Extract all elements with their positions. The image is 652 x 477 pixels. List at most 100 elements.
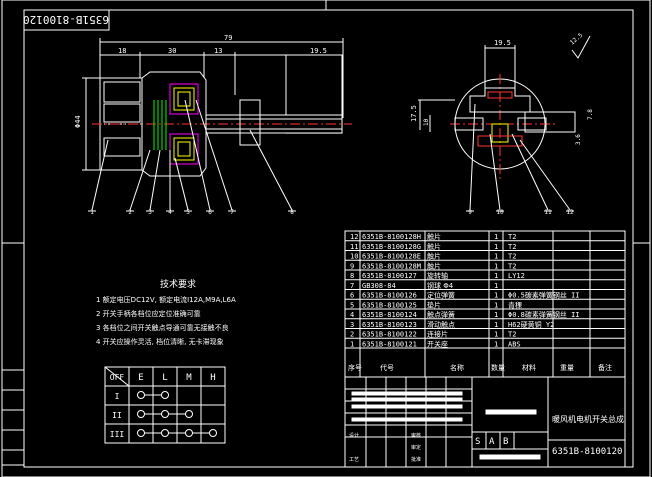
- bom-cell-qty: 1: [494, 321, 498, 329]
- bom-cell-name: 垫片: [427, 300, 441, 309]
- balloon-7: 7: [230, 209, 234, 216]
- bom-cell-code: GB308-84: [362, 282, 396, 290]
- left-edge-table: [1, 369, 25, 466]
- bom-cell-no: 8: [350, 272, 354, 280]
- bom-cell-name: 连接片: [427, 330, 448, 339]
- balloon-5: 5: [186, 209, 190, 216]
- bom-cell-name: 钢球 Φ4: [427, 281, 454, 290]
- balloon-1: 1: [90, 209, 94, 216]
- bom-header-note: 备注: [598, 363, 612, 372]
- balloon-6: 6: [208, 209, 212, 216]
- bom-header-name: 名称: [450, 363, 464, 372]
- bom-cell-qty: 1: [494, 253, 498, 261]
- dim-right-top-text: 19.5: [494, 39, 511, 47]
- leader-line: [174, 157, 189, 211]
- tb-grid-bar: [351, 397, 463, 402]
- bom-cell-qty: 1: [494, 331, 498, 339]
- bom-cell-qty: 1: [494, 262, 498, 270]
- bom-cell-code: 6351B-8100126: [362, 292, 417, 300]
- bom-cell-qty: 1: [494, 243, 498, 251]
- switch-col-M: M: [186, 373, 192, 383]
- bom-cell-qty: 1: [494, 233, 498, 241]
- switch-contact: [161, 410, 169, 418]
- dim-d4-text: 19.5: [310, 47, 327, 55]
- spring-detail: [173, 137, 195, 161]
- balloon-3: 3: [148, 209, 152, 216]
- scale-letter-a: A: [489, 437, 495, 447]
- bom-cell-mat: T2: [508, 243, 516, 251]
- balloon-12: 12: [566, 209, 574, 216]
- switch-row-III: III: [110, 430, 125, 439]
- bom-cell-qty: 1: [494, 272, 498, 280]
- dim-height-text: Φ44: [74, 115, 82, 128]
- switch-col-E: E: [138, 373, 143, 383]
- dim-overall-text: 79: [224, 34, 232, 42]
- bom-cell-no: 1: [350, 340, 354, 348]
- contact-section-upper: [169, 83, 199, 115]
- roughness-text: 12.5: [569, 32, 585, 47]
- dim-right-d3-text: 3.6: [575, 134, 582, 145]
- dim-d2-text: 30: [168, 47, 176, 55]
- tech-note-3: 3 各档位之间开关触点导通可靠无接触不良: [96, 323, 229, 332]
- balloon-10: 10: [496, 209, 504, 216]
- bom-cell-no: 4: [350, 311, 354, 319]
- bom-cell-code: 6351B-8100128G: [362, 243, 421, 251]
- bom-cell-code: 6351B-8100128M: [362, 262, 421, 270]
- contact-tab-left: [454, 117, 484, 131]
- bom-cell-mat: H62硬黄铜 Y2: [508, 320, 554, 329]
- bom-cell-mat: Φ0.8碳素弹簧钢丝 II: [508, 310, 580, 319]
- inner-border: [23, 9, 634, 468]
- bom-cell-no: 3: [350, 321, 354, 329]
- tb-grid-bar: [351, 391, 463, 396]
- dim-right-d4-text: 7.8: [587, 109, 594, 120]
- contact-tab-right: [517, 117, 547, 131]
- bom-cell-mat: Φ0.5碳素弹簧钢丝 II: [508, 291, 580, 300]
- leader-line: [91, 139, 109, 211]
- bom-cell-no: 5: [350, 301, 354, 309]
- switch-row-I: I: [115, 392, 120, 401]
- title-block: S A B 暖风机电机开关总成 6351B-8100120 设计 工艺 审核 批…: [344, 376, 626, 468]
- bom-cell-name: 触片: [427, 232, 441, 241]
- tech-note-2: 2 开关手柄各档位应定位准确可靠: [96, 309, 201, 318]
- bom-cell-code: 6351B-8100128H: [362, 233, 421, 241]
- switch-col-H: H: [210, 373, 215, 383]
- switch-contact: [137, 410, 145, 418]
- terminal-block: [103, 137, 141, 157]
- bom-cell-code: 6351B-8100123: [362, 321, 417, 329]
- tb-design-label: 设计: [349, 432, 359, 439]
- bom-cell-name: 触片: [427, 261, 441, 270]
- tb-bar: [479, 454, 541, 460]
- bom-header-qty: 数量: [491, 363, 505, 372]
- bom-cell-code: 6351B-8100125: [362, 301, 417, 309]
- balloon-8: 8: [290, 209, 294, 216]
- tb-review-label: 审定: [411, 444, 421, 451]
- switch-col-L: L: [162, 373, 167, 383]
- bom-cell-qty: 1: [494, 301, 498, 309]
- bom-cell-code: 6351B-8100122: [362, 331, 417, 339]
- contact-plate-top: [469, 87, 531, 113]
- leader-line: [249, 129, 293, 211]
- bom-cell-name: 定位弹簧: [427, 291, 455, 300]
- title-block-frame: [344, 376, 626, 468]
- bom-cell-no: 11: [350, 243, 358, 251]
- tech-note-1: 1 额定电压DC12V, 额定电流I12A,M9A,L6A: [96, 295, 236, 304]
- leader-line: [129, 149, 151, 211]
- contact-section-lower: [169, 133, 199, 165]
- bom-cell-code: 6351B-8100124: [362, 311, 417, 319]
- technical-requirements: 技术要求 1 额定电压DC12V, 额定电流I12A,M9A,L6A 2 开关手…: [96, 278, 236, 346]
- bom-cell-no: 6: [350, 292, 354, 300]
- tb-check-label: 审核: [411, 432, 421, 439]
- bushing: [239, 99, 261, 146]
- terminal-extension: [524, 111, 576, 133]
- bom-cell-code: 6351B-8100121: [362, 340, 417, 348]
- balloon-11: 11: [544, 209, 552, 216]
- switch-contact: [161, 391, 169, 399]
